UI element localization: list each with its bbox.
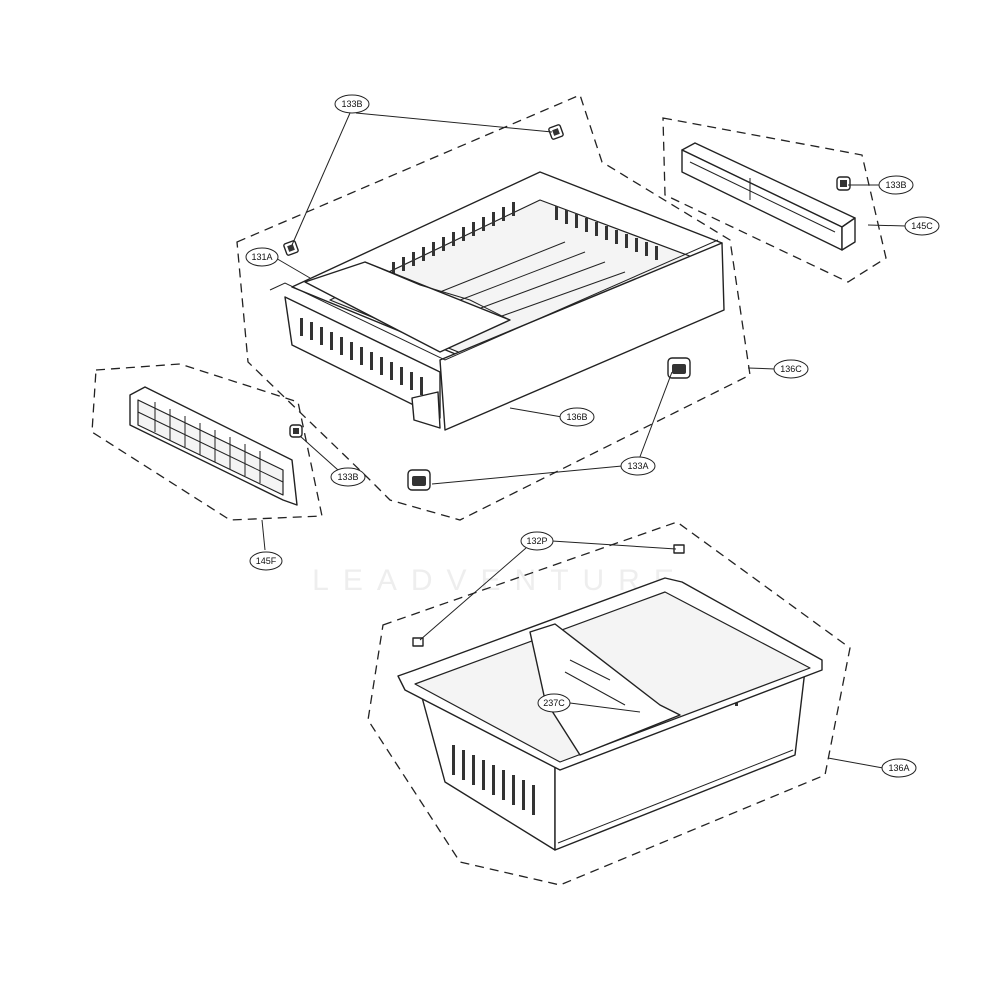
callout-136b: 136B bbox=[559, 407, 595, 427]
clip-133b-top-left bbox=[283, 240, 299, 256]
callout-145c: 145C bbox=[904, 216, 940, 236]
drawer-front-vents bbox=[300, 318, 423, 395]
callout-133b-top: 133B bbox=[334, 94, 370, 114]
svg-text:136B: 136B bbox=[566, 412, 587, 422]
callout-145f: 145F bbox=[249, 551, 283, 571]
rail-145f bbox=[129, 386, 298, 506]
callout-133b-left: 133B bbox=[330, 467, 366, 487]
roller-133a-right bbox=[667, 357, 691, 379]
callout-237c: 237C bbox=[537, 693, 571, 713]
svg-text:133B: 133B bbox=[337, 472, 358, 482]
clip-133b-right bbox=[836, 176, 851, 191]
group-outline-right-rail bbox=[662, 117, 887, 283]
callout-131a: 131A bbox=[245, 247, 279, 267]
drawer-back-vents bbox=[392, 202, 658, 276]
svg-text:131A: 131A bbox=[251, 252, 272, 262]
pad-132p-left bbox=[412, 637, 424, 647]
clip-133b-top-right bbox=[548, 124, 564, 140]
group-outline-lower-basket bbox=[367, 521, 851, 886]
clip-133b-left bbox=[289, 424, 303, 438]
callout-133b-right: 133B bbox=[878, 175, 914, 195]
roller-133a-left bbox=[407, 469, 431, 491]
callout-133a: 133A bbox=[620, 456, 656, 476]
basket-front-vents bbox=[452, 745, 535, 815]
group-outline-upper-drawer bbox=[236, 94, 751, 521]
svg-text:132P: 132P bbox=[526, 536, 547, 546]
svg-text:136A: 136A bbox=[888, 763, 909, 773]
svg-text:145C: 145C bbox=[911, 221, 933, 231]
callout-132p: 132P bbox=[520, 531, 554, 551]
rail-145c bbox=[681, 142, 856, 251]
svg-text:133A: 133A bbox=[627, 461, 648, 471]
upper-drawer-136b bbox=[269, 171, 725, 431]
leader-lines bbox=[261, 112, 907, 769]
callout-136a: 136A bbox=[881, 758, 917, 778]
svg-text:133B: 133B bbox=[341, 99, 362, 109]
watermark-text: LEADVENTURE bbox=[312, 564, 688, 597]
callout-136c: 136C bbox=[773, 359, 809, 379]
svg-text:145F: 145F bbox=[256, 556, 277, 566]
svg-text:133B: 133B bbox=[885, 180, 906, 190]
svg-text:136C: 136C bbox=[780, 364, 802, 374]
svg-text:237C: 237C bbox=[543, 698, 565, 708]
